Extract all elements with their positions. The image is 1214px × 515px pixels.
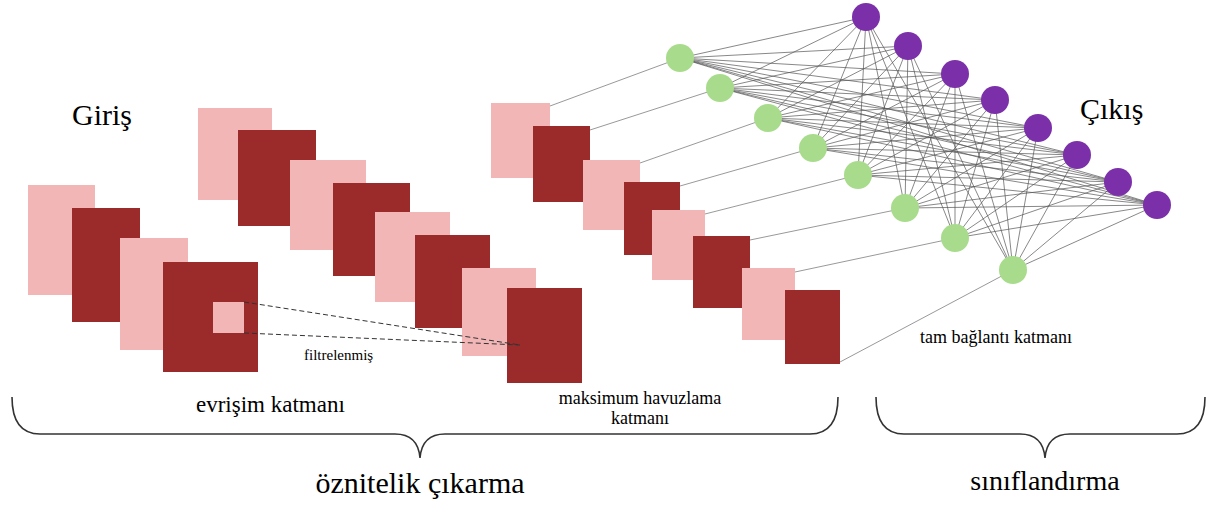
flatten-line xyxy=(550,58,680,106)
layer-label: tam bağlantı katmanı xyxy=(920,328,1072,348)
output-neuron xyxy=(981,86,1009,114)
dense-line xyxy=(955,74,956,238)
dense-connections xyxy=(680,17,1157,270)
filter-label: filtrelenmiş xyxy=(302,347,375,364)
hidden-neuron xyxy=(999,256,1027,284)
dense-line xyxy=(858,46,908,175)
dense-line xyxy=(720,88,995,100)
output-neuron xyxy=(1024,114,1052,142)
dense-line xyxy=(905,100,995,208)
output-neuron xyxy=(852,3,880,31)
output-neuron xyxy=(1063,141,1091,169)
dense-line xyxy=(680,17,866,58)
flatten-line xyxy=(640,118,768,163)
dense-line xyxy=(905,46,908,208)
pool-maps xyxy=(491,103,840,364)
output-neuron xyxy=(1104,168,1132,196)
group-label: sınıflandırma xyxy=(915,466,1175,497)
dense-line xyxy=(1013,128,1038,270)
dense-line xyxy=(680,58,1157,205)
dense-line xyxy=(866,17,1013,270)
output-neuron xyxy=(941,60,969,88)
dense-line xyxy=(813,100,995,148)
dense-line xyxy=(680,58,1118,182)
dense-line xyxy=(720,17,866,88)
dense-line xyxy=(905,74,955,208)
dense-line xyxy=(955,128,1038,238)
output-neurons xyxy=(852,3,1171,219)
output-neuron xyxy=(1143,191,1171,219)
dense-line xyxy=(955,182,1118,238)
flatten-line xyxy=(840,270,1013,362)
dense-line xyxy=(813,148,1077,155)
dense-line xyxy=(866,17,955,238)
output-neuron xyxy=(894,32,922,60)
dense-line xyxy=(955,100,995,238)
hidden-neurons xyxy=(666,44,1027,284)
dense-line xyxy=(995,100,1013,270)
group-label: öznitelik çıkarma xyxy=(220,466,620,499)
flatten-line xyxy=(705,175,858,214)
conv-input-maps xyxy=(28,185,258,372)
dense-line xyxy=(1013,182,1118,270)
dense-line xyxy=(1013,205,1157,270)
dense-line xyxy=(905,182,1118,208)
dense-line xyxy=(720,74,955,88)
input-title: Giriş xyxy=(72,98,132,131)
layer-label: evrişim katmanı xyxy=(196,392,345,417)
hidden-neuron xyxy=(706,74,734,102)
hidden-neuron xyxy=(844,161,872,189)
dense-line xyxy=(768,46,908,118)
dense-line xyxy=(768,17,866,118)
hidden-neuron xyxy=(754,104,782,132)
flatten-line xyxy=(680,148,813,186)
dense-line xyxy=(813,17,866,148)
dense-line xyxy=(905,155,1077,208)
hidden-neuron xyxy=(799,134,827,162)
dense-line xyxy=(680,58,1038,128)
flatten-line xyxy=(795,238,955,272)
dense-line xyxy=(955,205,1157,238)
dense-line xyxy=(858,175,1118,182)
dense-line xyxy=(858,128,1038,175)
dense-line xyxy=(905,128,1038,208)
dense-line xyxy=(858,17,866,175)
dense-line xyxy=(1013,155,1077,270)
dense-line xyxy=(720,46,908,88)
dense-line xyxy=(813,46,908,148)
dense-line xyxy=(858,100,995,175)
filter-lines xyxy=(244,302,520,345)
dense-line xyxy=(908,46,1013,270)
dense-line xyxy=(813,74,955,148)
layer-label: maksimum havuzlama katmanı xyxy=(530,389,750,429)
dense-line xyxy=(955,155,1077,238)
hidden-neuron xyxy=(941,224,969,252)
flatten-line xyxy=(750,208,905,240)
hidden-neuron xyxy=(891,194,919,222)
output-title: Çıkış xyxy=(1080,92,1143,125)
hidden-neuron xyxy=(666,44,694,72)
flatten-line xyxy=(590,88,720,130)
